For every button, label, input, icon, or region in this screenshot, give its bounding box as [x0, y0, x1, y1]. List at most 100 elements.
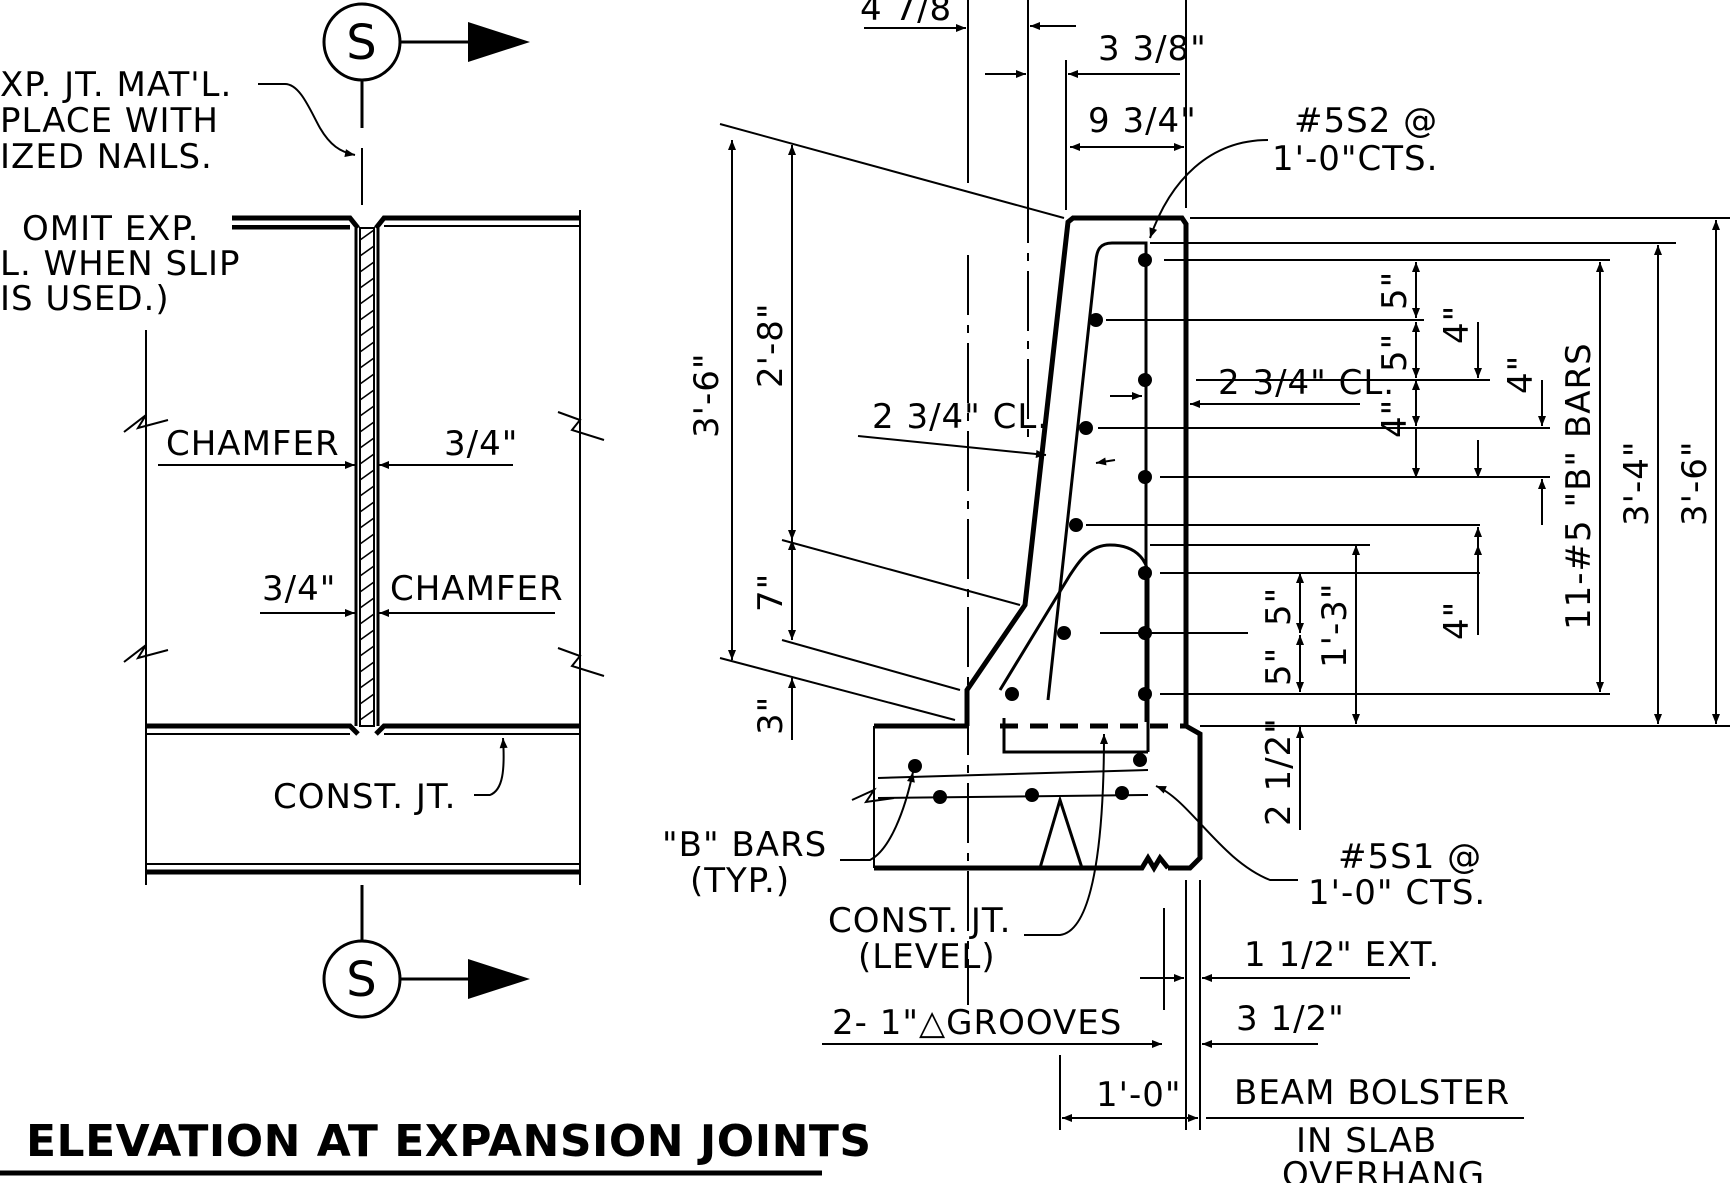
svg-text:IZED NAILS.: IZED NAILS. — [0, 137, 213, 177]
svg-text:#5S2 @: #5S2 @ — [1294, 101, 1438, 141]
const-jt-level-label: CONST. JT. (LEVEL) — [828, 733, 1108, 977]
b-bar — [1138, 687, 1152, 701]
dim-1-0: 1'-0" — [1059, 1055, 1198, 1130]
b-bar — [1138, 470, 1152, 484]
section-marker-top: S — [322, 2, 530, 128]
b-bar — [1138, 253, 1152, 267]
const-jt-leader: CONST. JT. — [273, 737, 508, 817]
svg-text:7": 7" — [751, 573, 791, 612]
b-bar — [1133, 753, 1147, 767]
section-marker-bottom: S — [322, 885, 530, 1019]
s1-bar-label: #5S1 @ 1'-0" CTS. — [1155, 785, 1486, 913]
dim-ext: 1 1/2" EXT. — [1140, 880, 1440, 1130]
svg-text:2'-8": 2'-8" — [751, 302, 791, 388]
spacing-dims-col-c: 4" — [1501, 355, 1546, 525]
drawing-title-block: ELEVATION AT EXPANSION JOINTS — [0, 1116, 872, 1176]
svg-text:IS USED.): IS USED.) — [0, 279, 170, 319]
svg-text:3": 3" — [751, 696, 791, 735]
dim-3: 3" — [751, 678, 796, 740]
note-exp-jt-material: XP. JT. MAT'L. PLACE WITH IZED NAILS. — [0, 65, 356, 177]
svg-text:4": 4" — [1437, 305, 1477, 344]
extension-lines-right — [1086, 217, 1730, 727]
section-marker-letter: S — [346, 952, 377, 1008]
s2-stirrup — [1046, 241, 1148, 722]
dim-7: 7" — [751, 540, 961, 691]
barrier-profile — [874, 215, 1203, 873]
note-omit-exp: OMIT EXP. L. WHEN SLIP IS USED.) — [0, 209, 350, 319]
chamfer-dim-top: CHAMFER 3/4" — [158, 424, 518, 469]
beam-bolster-label: BEAM BOLSTER IN SLAB OVERHANG — [1206, 1073, 1524, 1183]
svg-text:5": 5" — [1375, 333, 1415, 372]
section-marker-letter: S — [346, 15, 377, 71]
dim-9-3-4: 9 3/4" — [1070, 101, 1197, 151]
svg-text:9 3/4": 9 3/4" — [1088, 101, 1197, 141]
svg-text:4 7/8: 4 7/8 — [860, 0, 952, 29]
spacing-dims-lower: 5" 5" — [1259, 573, 1304, 692]
svg-text:3'-4": 3'-4" — [1617, 440, 1657, 526]
svg-text:2 3/4" CL.: 2 3/4" CL. — [872, 397, 1049, 437]
dim-3-6-right: 3'-6" — [1675, 220, 1720, 724]
b-bar — [1025, 788, 1039, 802]
b-bars — [908, 253, 1152, 804]
dim-grooves: 2- 1"△GROOVES 3 1/2" — [822, 999, 1345, 1048]
b-bar — [1138, 373, 1152, 387]
groove-triangle — [1038, 794, 1084, 869]
svg-text:#5S1 @: #5S1 @ — [1338, 837, 1482, 877]
drawing-title: ELEVATION AT EXPANSION JOINTS — [26, 1116, 872, 1167]
svg-text:3'-6": 3'-6" — [1675, 440, 1715, 526]
b-bar — [933, 790, 947, 804]
svg-text:5": 5" — [1259, 587, 1299, 626]
svg-text:2- 1"△GROOVES: 2- 1"△GROOVES — [832, 1003, 1122, 1043]
svg-text:XP. JT. MAT'L.: XP. JT. MAT'L. — [0, 65, 232, 105]
dim-1-3: 1'-3" — [1315, 545, 1360, 724]
spacing-dims-col-b: 4" 4" — [1437, 305, 1482, 640]
chamfer-label: CHAMFER — [390, 569, 564, 609]
s1-stirrup — [851, 543, 1150, 868]
svg-text:11-#5 "B" BARS: 11-#5 "B" BARS — [1559, 342, 1599, 630]
dim-3-4: 3'-4" — [1617, 245, 1662, 724]
svg-text:2 1/2": 2 1/2" — [1259, 717, 1299, 826]
elevation-view: S S XP. JT. MAT'L. PLACE WITH IZED NAILS… — [0, 2, 872, 1176]
b-bar — [1079, 421, 1093, 435]
barrier-elevation-outline — [123, 210, 605, 885]
svg-text:3 1/2": 3 1/2" — [1236, 999, 1345, 1039]
b-bar — [1069, 518, 1083, 532]
svg-text:3'-6": 3'-6" — [687, 352, 727, 438]
svg-text:2 3/4" CL.: 2 3/4" CL. — [1218, 363, 1395, 403]
svg-text:CONST. JT.: CONST. JT. — [273, 777, 456, 817]
svg-text:(TYP.): (TYP.) — [690, 861, 790, 901]
svg-text:1'-0": 1'-0" — [1096, 1075, 1182, 1115]
b-bar — [1005, 687, 1019, 701]
chamfer-dim-bottom: 3/4" CHAMFER — [260, 569, 564, 617]
dim-3-3-8: 3 3/8" — [985, 22, 1206, 78]
svg-text:1'-0" CTS.: 1'-0" CTS. — [1308, 873, 1486, 913]
svg-text:"B" BARS: "B" BARS — [662, 825, 827, 865]
svg-text:IN SLAB: IN SLAB — [1296, 1121, 1437, 1161]
svg-text:5": 5" — [1375, 271, 1415, 310]
svg-text:(LEVEL): (LEVEL) — [858, 937, 996, 977]
svg-text:OMIT EXP.: OMIT EXP. — [22, 209, 200, 249]
svg-text:4": 4" — [1501, 355, 1541, 394]
svg-text:4": 4" — [1437, 601, 1477, 640]
svg-text:1 1/2" EXT.: 1 1/2" EXT. — [1244, 935, 1440, 975]
dim-top-partial: 4 7/8 — [860, 0, 966, 32]
cl-label-right: 2 3/4" CL. — [1110, 363, 1395, 408]
cl-label-left: 2 3/4" CL. — [857, 397, 1116, 466]
b-bar — [1089, 313, 1103, 327]
b-bar — [1115, 786, 1129, 800]
chamfer-dim-label: 3/4" — [444, 424, 518, 464]
dim-2-1-2: 2 1/2" — [1259, 717, 1304, 830]
barrier-section-view: 4 7/8 3 3/8" 9 3/4" #5S2 @ 1'-0"CTS. — [662, 0, 1730, 1183]
b-bar — [908, 759, 922, 773]
s2-bar-label: #5S2 @ 1'-0"CTS. — [1149, 101, 1438, 239]
dim-2-8: 2'-8" — [751, 145, 1021, 606]
spacing-dims-col-a: 5" 5" 4" — [1375, 262, 1420, 478]
chamfer-dim-label: 3/4" — [262, 569, 336, 609]
svg-text:5": 5" — [1259, 647, 1299, 686]
dim-3-6-left: 3'-6" — [687, 123, 1065, 721]
svg-text:PLACE WITH: PLACE WITH — [0, 101, 219, 141]
svg-text:1'-3": 1'-3" — [1315, 582, 1355, 668]
joint-hatching — [359, 229, 375, 721]
b-bars-typ-label: "B" BARS (TYP.) — [662, 771, 915, 901]
